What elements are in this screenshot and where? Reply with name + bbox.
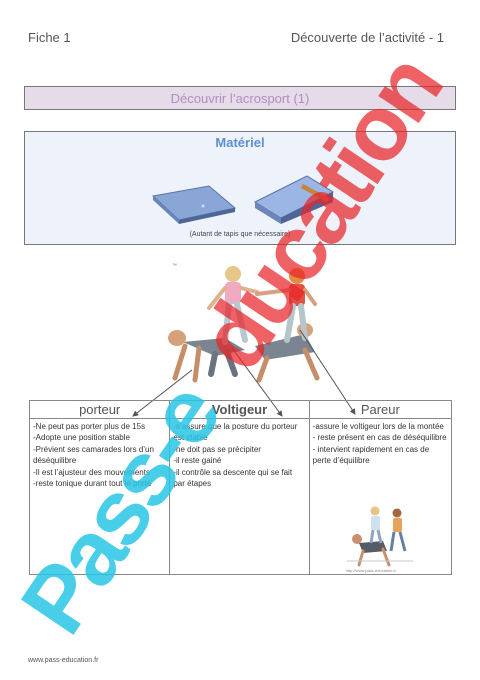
list-item: -Prévient ses camarades lors d’un déséqu… <box>33 444 154 466</box>
role-header: Pareur <box>309 401 451 419</box>
list-item: -s’assure que la posture du porteur est … <box>173 422 298 443</box>
role-column-voltigeur: Voltigeur -s’assure que la posture du po… <box>170 401 310 574</box>
materiel-box: Matériel (Autant de tapis que nécessaire… <box>24 131 456 245</box>
list-item: -reste tonique durant tout le porté <box>33 479 152 489</box>
role-description: -s’assure que la posture du porteur est … <box>170 419 308 491</box>
gym-mat-image <box>151 185 237 224</box>
roles-table: porteur -Ne peut pas porter plus de 15s … <box>29 400 452 575</box>
list-item: -ne doit pas se précipiter <box>173 444 261 454</box>
list-item: -il reste gainé <box>173 456 222 466</box>
list-item: -il contrôle sa descente qui se fait par… <box>173 467 293 489</box>
list-item: - intervient rapidement en cas de perte … <box>312 444 430 466</box>
list-item: -Adopte une position stable <box>33 433 130 443</box>
role-description: -Ne peut pas porter plus de 15s -Adopte … <box>30 419 169 491</box>
list-item: -Ne peut pas porter plus de 15s <box>33 422 146 431</box>
role-column-pareur: Pareur -assure le voltigeur lors de la m… <box>309 401 451 574</box>
role-header: Voltigeur <box>170 401 309 419</box>
page-title: Découvrir l’acrosport (1) <box>170 90 310 106</box>
pareur-illustration-image <box>346 506 413 567</box>
figure-caption: ™ <box>172 263 177 269</box>
materiel-note: (Autant de tapis que nécessaire) <box>189 231 291 238</box>
list-item: - reste présent en cas de déséquilibre <box>312 433 447 443</box>
role-column-porteur: porteur -Ne peut pas porter plus de 15s … <box>30 401 171 574</box>
role-header: porteur <box>30 401 170 419</box>
role-description: -assure le voltigeur lors de la montée -… <box>310 419 451 469</box>
sheet-subtitle: Découverte de l’activité - 1 <box>290 30 444 45</box>
acrosport-figure-image <box>168 266 320 383</box>
sheet-number: Fiche 1 <box>28 30 71 45</box>
list-item: -Il est l’ajusteur des mouvements <box>33 467 150 477</box>
folded-mat-image <box>253 175 335 224</box>
materiel-title: Matériel <box>215 135 265 150</box>
list-item: -assure le voltigeur lors de la montée <box>312 422 444 431</box>
page-title-bar: Découvrir l’acrosport (1) <box>24 86 456 110</box>
illustration-caption: http://www.pass-education.fr <box>345 568 396 573</box>
footer-url: www.pass-education.fr <box>28 657 99 664</box>
